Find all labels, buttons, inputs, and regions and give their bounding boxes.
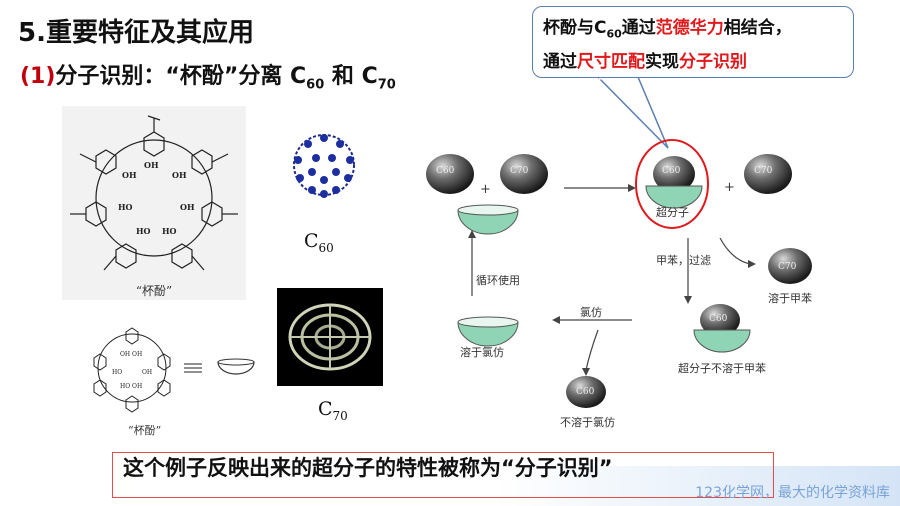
svg-text:HO: HO — [136, 226, 151, 236]
calixarene-structure-image: OH OH OH HO HO HO OH “杯酚” — [62, 106, 246, 300]
slide-subheading: (1)分子识别：“杯酚”分离 C60 和 C70 — [20, 58, 396, 92]
subheading-number: (1) — [20, 64, 56, 89]
plus-sign: + — [480, 182, 491, 197]
supramolecule-insoluble-label: 超分子不溶于甲苯 — [678, 362, 766, 375]
callout-highlight: 尺寸匹配 — [577, 52, 645, 73]
svg-text:HO OH: HO OH — [120, 383, 142, 390]
subheading-sub60: 60 — [306, 77, 325, 93]
insoluble-chloroform-label: 不溶于氯仿 — [560, 416, 615, 429]
callout-text: 相结合， — [723, 18, 792, 38]
svg-text:OH: OH — [122, 170, 137, 180]
callout-highlight: 范德华力 — [655, 18, 724, 38]
svg-text:HO: HO — [118, 202, 133, 212]
svg-text:OH: OH — [172, 170, 187, 180]
ball-c60-label: C60 — [709, 314, 728, 324]
ball-c70-label: C70 — [778, 262, 797, 272]
callout-line1: 杯酚与C60通过范德华力相结合， — [543, 14, 843, 48]
callout-sub: 60 — [606, 27, 622, 41]
calixarene-small-label: “杯酚” — [128, 424, 162, 437]
dissolve-chloroform-label: 溶于氯仿 — [460, 346, 504, 359]
subheading-text: 分子识别：“杯酚”分离 C — [55, 64, 307, 89]
slide-heading: 5.重要特征及其应用 — [18, 18, 254, 48]
ball-c60-label: C60 — [662, 166, 681, 176]
svg-text:OH: OH — [144, 160, 159, 170]
callout-text: 实现 — [645, 52, 679, 73]
supramolecule-label: 超分子 — [656, 206, 689, 219]
svg-text:OH: OH — [180, 202, 195, 212]
subheading-and: 和 C — [324, 64, 378, 89]
ball-c70-label: C70 — [510, 166, 529, 176]
c70-molecule-image — [277, 288, 383, 386]
subheading-sub70: 70 — [377, 77, 396, 93]
separation-flow-diagram — [426, 139, 812, 408]
ball-c60-label: C60 — [576, 387, 595, 397]
ball-c70-label: C70 — [754, 166, 773, 176]
recycle-label: 循环使用 — [476, 274, 520, 287]
toluene-filter-label: 甲苯，过滤 — [656, 254, 711, 267]
callout-line2: 通过尺寸匹配实现分子识别 — [543, 48, 843, 76]
ball-c60-label: C60 — [436, 166, 455, 176]
plus-sign: + — [724, 180, 735, 195]
c60-molecule-icon — [293, 134, 355, 198]
svg-text:OH: OH — [142, 369, 152, 376]
callout-text: 通过 — [621, 18, 656, 38]
callout-text: 杯酚与C — [543, 18, 607, 38]
svg-text:OH OH: OH OH — [120, 351, 142, 358]
calixarene-label: “杯酚” — [135, 284, 173, 298]
dissolve-toluene-label: 溶于甲苯 — [768, 292, 812, 305]
callout-text: 通过 — [543, 52, 577, 73]
c60-label: C60 — [304, 230, 334, 255]
callout-highlight: 分子识别 — [679, 52, 747, 73]
svg-text:HO: HO — [112, 369, 122, 376]
chloroform-label: 氯仿 — [580, 306, 602, 319]
calixarene-structure-icon: OH OH OH HO HO HO OH — [70, 115, 238, 271]
conclusion-box: 这个例子反映出来的超分子的特性被称为“分子识别” — [112, 452, 774, 498]
c70-molecule-icon — [288, 303, 372, 371]
c70-label: C70 — [318, 398, 348, 423]
svg-text:HO: HO — [162, 226, 177, 236]
bottom-stripe — [0, 466, 900, 506]
watermark-text: 123化学网，最大的化学资料库 — [695, 485, 890, 501]
callout-box: 杯酚与C60通过范德华力相结合， 通过尺寸匹配实现分子识别 — [532, 6, 854, 78]
